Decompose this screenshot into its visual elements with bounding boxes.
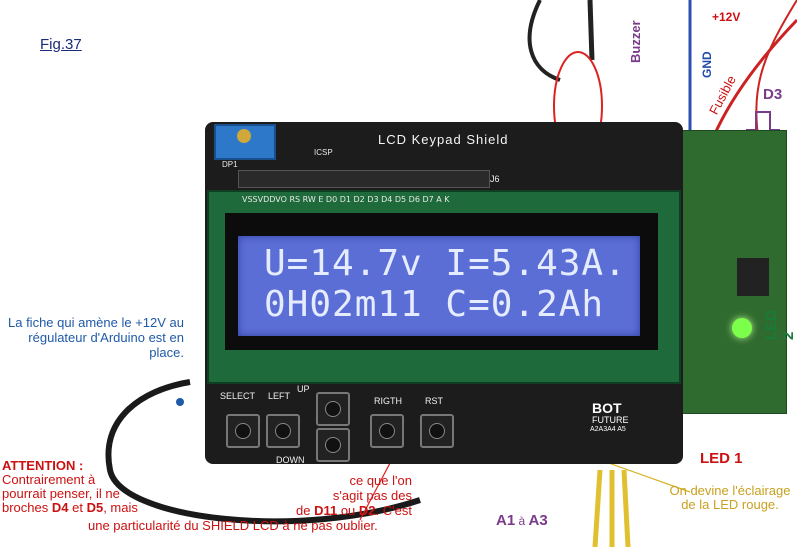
button-cap (275, 423, 291, 439)
attention-note: ATTENTION : Contrairement à pourrait pen… (2, 459, 138, 515)
board-title: LCD Keypad Shield (378, 132, 509, 147)
analog-pin-labels: A2A3A4 A5 (590, 426, 626, 433)
shield-note-line-2: s'agit pas des (332, 488, 412, 503)
shield-note-line-4: une particularité du SHIELD LCD à ne pas… (88, 518, 378, 533)
down-button[interactable] (316, 428, 350, 462)
a3-label: A3 (528, 512, 548, 529)
attention-text: broches (2, 500, 52, 515)
green-led (732, 318, 752, 338)
pin-d11: D11 (314, 503, 338, 518)
pin-header-right (737, 258, 769, 296)
attention-line-1: Contrairement à (2, 472, 96, 487)
down-label: DOWN (276, 455, 305, 465)
brand-sub-label: FUTURE (592, 415, 629, 425)
figure-label: Fig.37 (40, 36, 82, 53)
button-cap (235, 423, 251, 439)
attention-title: ATTENTION : (2, 458, 84, 473)
shield-note-text: ou (337, 503, 359, 518)
select-label: SELECT (220, 391, 256, 401)
left-label: LEFT (268, 391, 291, 401)
icsp-label: ICSP (314, 148, 333, 157)
reset-button[interactable] (420, 414, 454, 448)
rst-label: RST (425, 396, 443, 406)
button-cap (325, 401, 341, 417)
pin-d5: D5 (86, 500, 104, 515)
pin-d4: D4 (51, 500, 69, 515)
led2-label: LED 2 (763, 310, 797, 340)
left-button[interactable] (266, 414, 300, 448)
button-cap (429, 423, 445, 439)
gnd-label: GND (700, 51, 714, 78)
lcd-pin-labels: VSSVDDVO RS RW E D0 D1 D2 D3 D4 D5 D6 D7… (242, 195, 450, 204)
shield-note: ce que l'on s'agit pas des de D11 ou D2.… (296, 473, 412, 518)
brand-label: BOT (592, 400, 622, 416)
buzzer-label: Buzzer (628, 20, 643, 63)
up-button[interactable] (316, 392, 350, 426)
led1-label: LED 1 (700, 450, 743, 467)
led-note: On devine l'éclairage de la LED rouge. (669, 483, 791, 512)
lcd-line-2: 0H02m11 C=0.2Ah (264, 284, 605, 325)
shield-note-line-1: ce que l'on (349, 473, 412, 488)
lcd-pin-header (238, 170, 490, 188)
button-cap (325, 437, 341, 453)
shield-note-line-3: de D11 ou D2. C'est (296, 503, 412, 518)
attention-line-2: pourrait penser, il ne (2, 486, 120, 501)
attention-text: , mais (103, 500, 138, 515)
pin-d2: D2 (358, 503, 376, 518)
lcd-line-1: U=14.7v I=5.43A. (264, 243, 627, 284)
right-label: RIGTH (374, 396, 402, 406)
shield-note-text: . C'est (375, 503, 412, 518)
prototype-board (670, 130, 787, 414)
jack-note: La fiche qui amène le +12V au régulateur… (8, 315, 184, 360)
potentiometer-knob (237, 129, 251, 143)
pot-label: DP1 (222, 160, 238, 169)
attention-line-3: broches D4 et D5, mais (2, 501, 138, 515)
shield-note-text: de (296, 503, 315, 518)
d3-label: D3 (763, 86, 783, 103)
header-label: J6 (490, 174, 500, 184)
a1-label: A1 (496, 512, 516, 529)
v12-label: +12V (712, 10, 741, 24)
a-to-label: à (515, 514, 529, 528)
analog-range-label: A1 à A3 (496, 512, 548, 529)
up-label: UP (297, 384, 310, 394)
select-button[interactable] (226, 414, 260, 448)
button-cap (379, 423, 395, 439)
attention-text: et (68, 500, 87, 515)
lcd-screen (238, 236, 640, 336)
right-button[interactable] (370, 414, 404, 448)
